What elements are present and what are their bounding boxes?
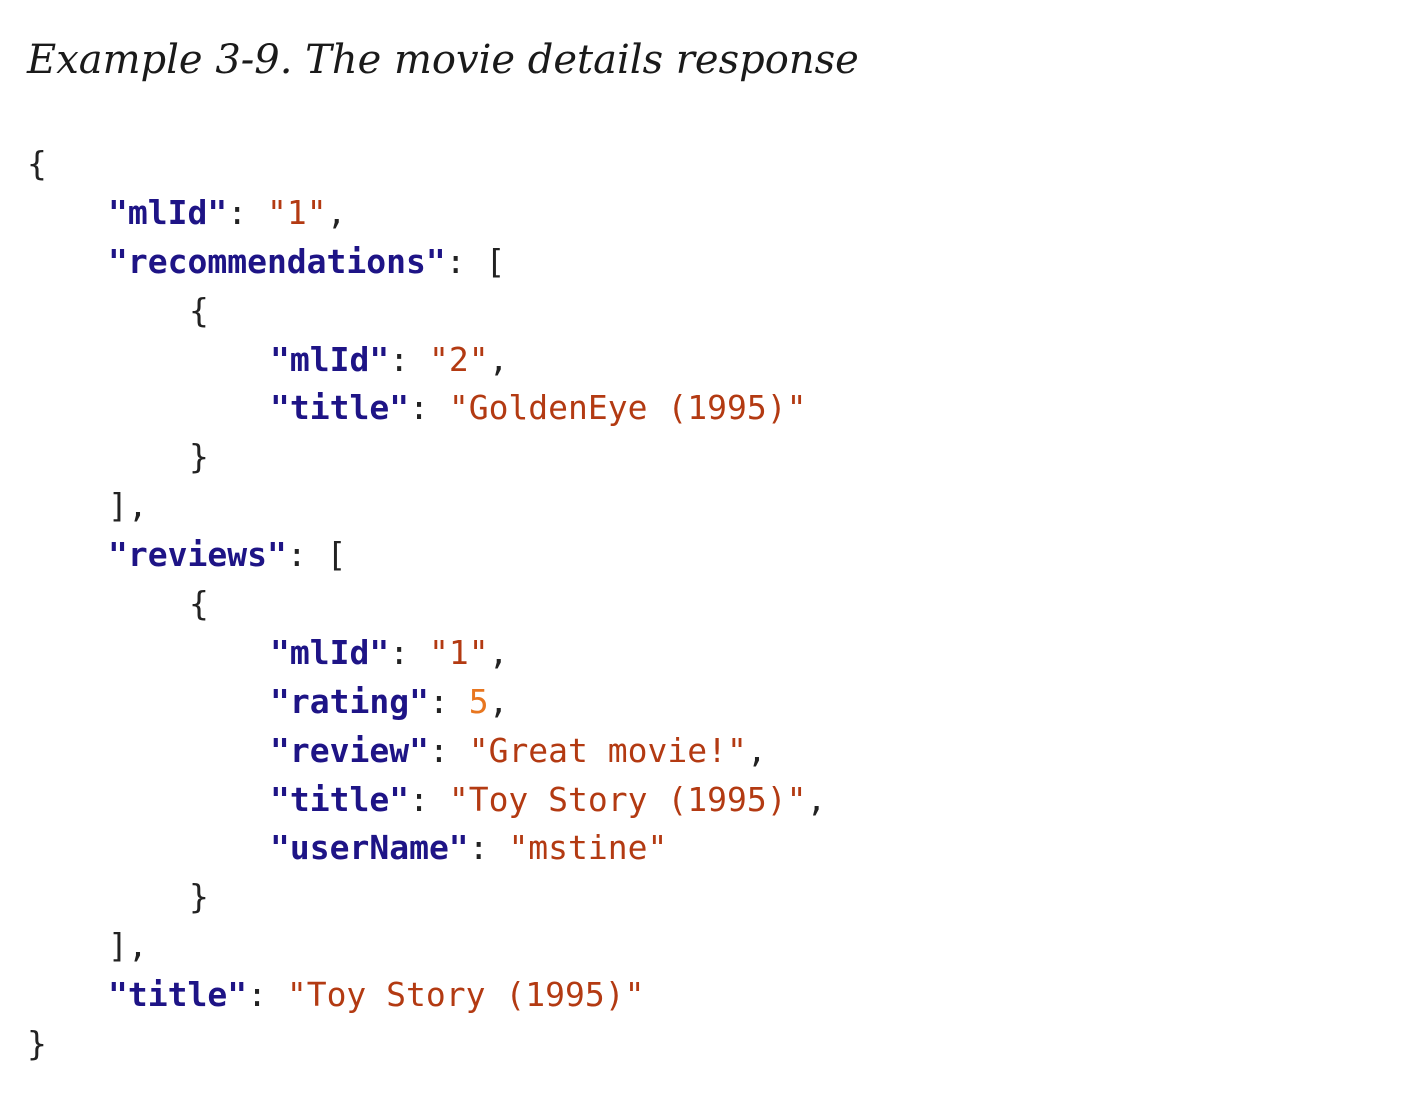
code-line: "mlId": "2", bbox=[27, 336, 826, 385]
json-punctuation: : bbox=[428, 681, 469, 721]
example-caption: Example 3-9. The movie details response bbox=[27, 37, 859, 83]
json-punctuation: : bbox=[428, 730, 469, 770]
json-punctuation: { bbox=[189, 290, 209, 330]
json-string-value: "Great movie!" bbox=[468, 730, 747, 770]
json-punctuation: ], bbox=[108, 926, 148, 966]
json-punctuation: : bbox=[389, 632, 429, 672]
code-line: "mlId": "1", bbox=[27, 189, 826, 238]
code-line: ], bbox=[27, 482, 826, 531]
json-punctuation: , bbox=[488, 632, 509, 672]
code-line: "rating": 5, bbox=[27, 678, 826, 727]
json-key: "reviews" bbox=[108, 535, 287, 575]
json-key: "rating" bbox=[270, 681, 429, 721]
json-string-value: "1" bbox=[428, 632, 489, 672]
json-punctuation: { bbox=[189, 584, 209, 624]
json-key: "title" bbox=[270, 779, 410, 819]
json-punctuation: , bbox=[488, 339, 509, 379]
json-punctuation: : bbox=[409, 388, 449, 428]
json-key: "mlId" bbox=[270, 632, 390, 672]
json-punctuation: } bbox=[189, 877, 209, 917]
json-punctuation: } bbox=[189, 437, 209, 477]
json-punctuation: , bbox=[326, 192, 347, 232]
code-line: { bbox=[27, 287, 826, 336]
json-punctuation: , bbox=[488, 681, 509, 721]
code-line: } bbox=[27, 873, 826, 922]
json-key: "title" bbox=[270, 388, 410, 428]
json-string-value: "1" bbox=[266, 192, 327, 232]
code-line: { bbox=[27, 140, 826, 189]
json-punctuation: ], bbox=[108, 486, 148, 526]
code-line: { bbox=[27, 580, 826, 629]
json-punctuation: : bbox=[227, 192, 267, 232]
json-punctuation: , bbox=[806, 779, 827, 819]
code-line: "title": "Toy Story (1995)", bbox=[27, 776, 826, 825]
json-punctuation: } bbox=[27, 1024, 47, 1064]
json-string-value: "Toy Story (1995)" bbox=[286, 975, 645, 1015]
json-string-value: "GoldenEye (1995)" bbox=[448, 388, 807, 428]
json-key: "title" bbox=[108, 975, 248, 1015]
code-line: "review": "Great movie!", bbox=[27, 727, 826, 776]
json-punctuation: : bbox=[468, 828, 509, 868]
json-string-value: "2" bbox=[428, 339, 489, 379]
json-key: "mlId" bbox=[108, 192, 228, 232]
json-number-value: 5 bbox=[468, 681, 489, 721]
code-line: "mlId": "1", bbox=[27, 629, 826, 678]
json-key: "review" bbox=[270, 730, 429, 770]
json-string-value: "Toy Story (1995)" bbox=[448, 779, 807, 819]
json-punctuation: : bbox=[389, 339, 429, 379]
json-punctuation: : [ bbox=[445, 241, 506, 281]
code-line: } bbox=[27, 1020, 826, 1069]
json-punctuation: , bbox=[746, 730, 767, 770]
json-punctuation: : bbox=[409, 779, 449, 819]
json-punctuation: : bbox=[247, 975, 287, 1015]
code-line: "userName": "mstine" bbox=[27, 824, 826, 873]
code-line: } bbox=[27, 433, 826, 482]
json-punctuation: : [ bbox=[286, 535, 347, 575]
code-block: {"mlId": "1","recommendations": [{"mlId"… bbox=[27, 140, 826, 1069]
code-line: ], bbox=[27, 922, 826, 971]
json-string-value: "mstine" bbox=[508, 828, 668, 868]
code-line: "recommendations": [ bbox=[27, 238, 826, 287]
code-line: "reviews": [ bbox=[27, 531, 826, 580]
code-line: "title": "Toy Story (1995)" bbox=[27, 971, 826, 1020]
json-key: "mlId" bbox=[270, 339, 390, 379]
code-line: "title": "GoldenEye (1995)" bbox=[27, 384, 826, 433]
json-key: "userName" bbox=[270, 828, 469, 868]
json-key: "recommendations" bbox=[108, 241, 446, 281]
json-punctuation: { bbox=[27, 144, 47, 183]
